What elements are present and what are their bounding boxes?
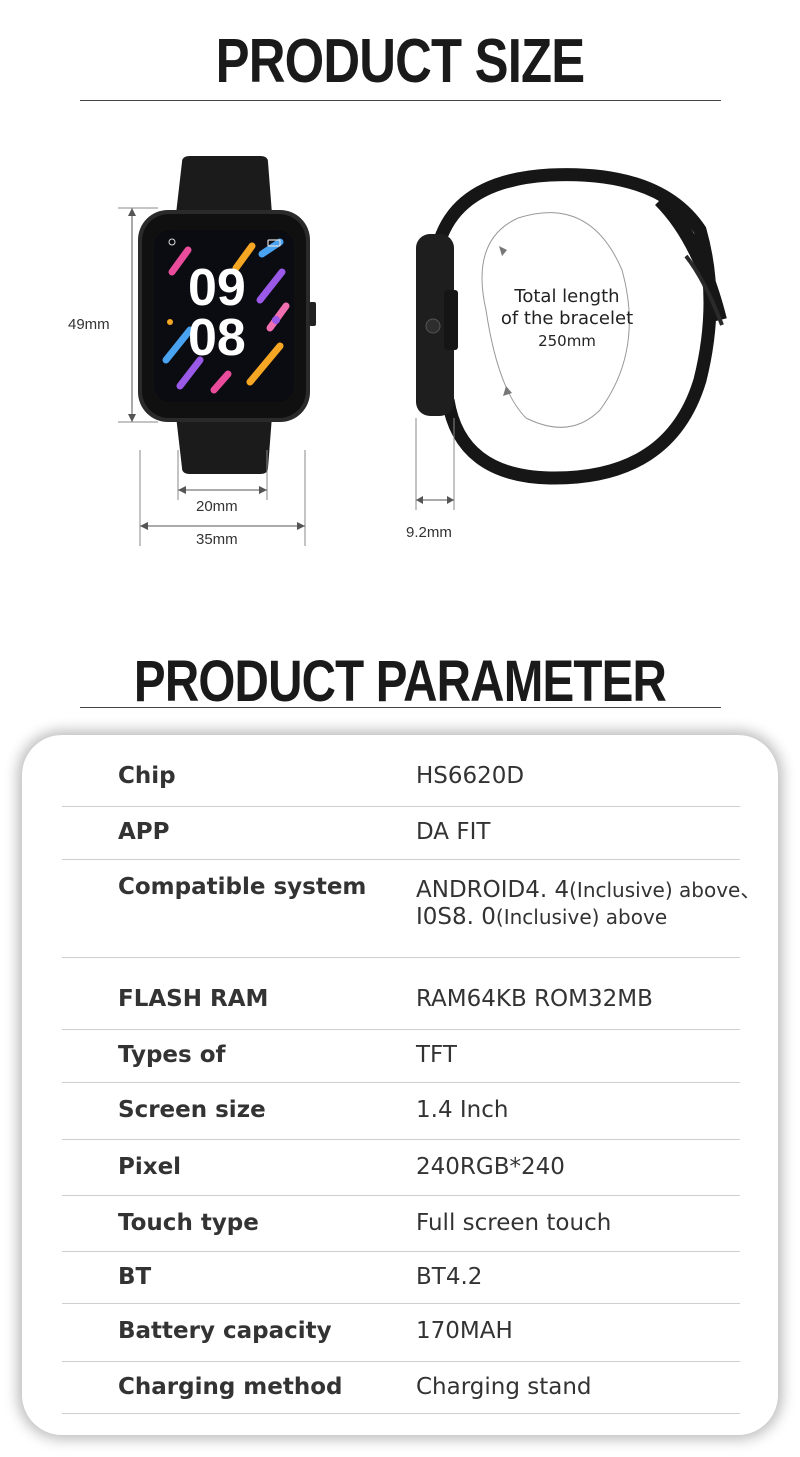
band-width-label: 20mm: [196, 498, 238, 515]
table-row: Screen size 1.4 Inch: [62, 1083, 740, 1140]
table-row: Chip HS6620D: [62, 735, 740, 807]
row-value: BT4.2: [416, 1264, 483, 1290]
thickness-label: 9.2mm: [406, 524, 452, 541]
row-value: DA FIT: [416, 819, 491, 845]
row-value: Full screen touch: [416, 1210, 612, 1236]
parameter-card: Chip HS6620D APP DA FIT Compatible syste…: [22, 735, 778, 1435]
bracelet-length-label: 250mm: [538, 332, 596, 350]
table-row: Pixel 240RGB*240: [62, 1140, 740, 1196]
watch-front-illustration: [118, 156, 316, 546]
table-row: Charging method Charging stand: [62, 1362, 740, 1414]
bracelet-text-line2: of the bracelet: [500, 308, 634, 329]
row-value-main: I0S8. 0: [416, 904, 496, 930]
row-label: Types of: [118, 1042, 226, 1068]
watch-side-illustration: [415, 168, 727, 510]
table-row: Types of TFT: [62, 1030, 740, 1083]
row-label: Chip: [118, 763, 176, 789]
row-label: Touch type: [118, 1210, 259, 1236]
case-width-label: 35mm: [196, 531, 238, 548]
table-row: BT BT4.2: [62, 1252, 740, 1304]
title-divider: [80, 100, 721, 101]
row-value-main: ANDROID4. 4: [416, 877, 570, 903]
row-value: RAM64KB ROM32MB: [416, 986, 653, 1012]
row-label: Pixel: [118, 1154, 182, 1180]
row-label: Battery capacity: [118, 1318, 332, 1344]
table-row: APP DA FIT: [62, 807, 740, 860]
height-label: 49mm: [68, 316, 110, 333]
table-row: Battery capacity 170MAH: [62, 1304, 740, 1362]
row-value: 170MAH: [416, 1318, 513, 1344]
table-row: Touch type Full screen touch: [62, 1196, 740, 1252]
row-value: TFT: [416, 1042, 457, 1068]
watch-time-minute: 08: [188, 309, 246, 367]
row-value: 1.4 Inch: [416, 1097, 509, 1123]
bracelet-text-line1: Total length: [514, 286, 620, 307]
row-label: BT: [118, 1264, 152, 1290]
row-label: FLASH RAM: [118, 986, 269, 1012]
row-value: HS6620D: [416, 763, 525, 789]
watch-time-hour: 09: [188, 259, 246, 317]
row-value-note: (Inclusive) above、: [569, 878, 761, 902]
product-parameter-title: PRODUCT PARAMETER: [133, 649, 667, 714]
title-divider: [80, 707, 721, 708]
row-value-note: (Inclusive) above: [495, 905, 668, 929]
row-label: Charging method: [118, 1374, 343, 1400]
row-value: I0S8. 0(Inclusive) above: [416, 904, 667, 930]
table-row: FLASH RAM RAM64KB ROM32MB: [62, 958, 740, 1030]
row-value: ANDROID4. 4(Inclusive) above、: [416, 874, 760, 903]
row-value: Charging stand: [416, 1374, 592, 1400]
product-size-title: PRODUCT SIZE: [215, 27, 585, 96]
row-label: APP: [118, 819, 170, 845]
table-row: Compatible system ANDROID4. 4(Inclusive)…: [62, 860, 760, 958]
row-value: 240RGB*240: [416, 1154, 565, 1180]
row-label: Screen size: [118, 1097, 266, 1123]
row-label: Compatible system: [118, 874, 367, 900]
